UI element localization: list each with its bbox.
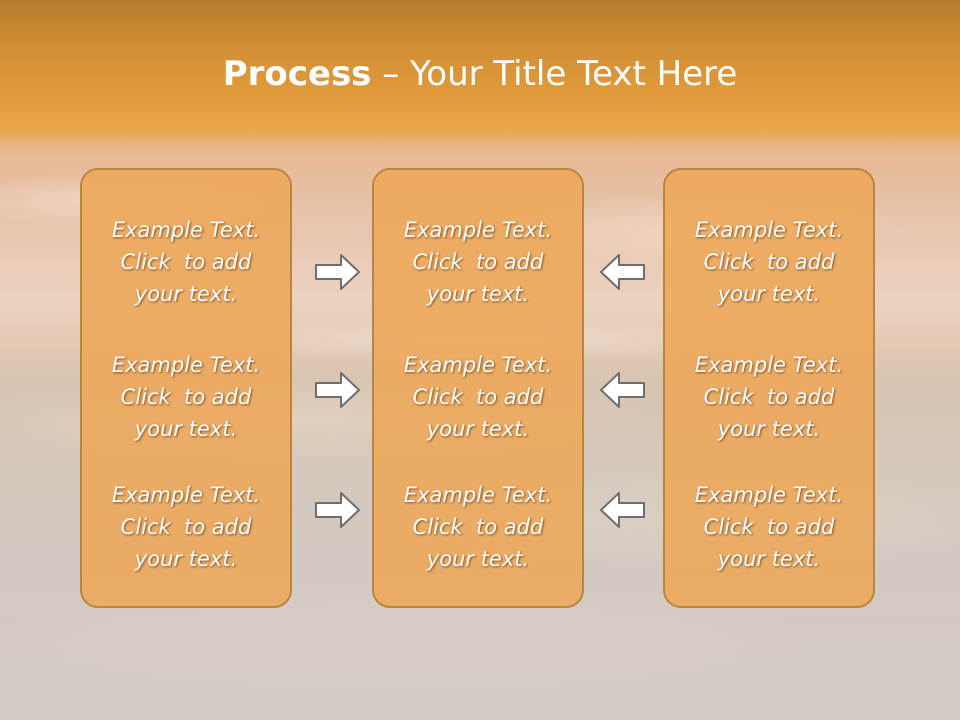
text-line: your text. <box>717 282 821 306</box>
text-line: Example Text. <box>111 353 261 377</box>
title-rest-part: – Your Title Text Here <box>371 54 738 94</box>
text-line: Example Text. <box>694 483 844 507</box>
text-line: Click to add <box>703 385 835 409</box>
process-panel-right[interactable]: Example Text. Click to add your text. Ex… <box>663 168 875 608</box>
panel-text-block[interactable]: Example Text. Click to add your text. <box>374 479 582 575</box>
text-line: your text. <box>426 417 530 441</box>
left-arrow-icon[interactable] <box>598 370 646 410</box>
text-line: your text. <box>426 547 530 571</box>
text-line: Example Text. <box>111 483 261 507</box>
text-line: your text. <box>134 282 238 306</box>
text-line: Click to add <box>120 250 252 274</box>
text-line: Example Text. <box>694 353 844 377</box>
title-bold-part: Process <box>222 54 372 94</box>
text-line: Example Text. <box>694 218 844 242</box>
text-line: Example Text. <box>403 218 553 242</box>
text-line: Example Text. <box>111 218 261 242</box>
panel-text-block[interactable]: Example Text. Click to add your text. <box>82 349 290 445</box>
text-line: Example Text. <box>403 483 553 507</box>
panel-text-block[interactable]: Example Text. Click to add your text. <box>665 214 873 310</box>
text-line: Click to add <box>703 515 835 539</box>
left-arrow-icon[interactable] <box>598 490 646 530</box>
process-panel-center[interactable]: Example Text. Click to add your text. Ex… <box>372 168 584 608</box>
left-arrow-icon[interactable] <box>598 252 646 292</box>
text-line: your text. <box>134 417 238 441</box>
panel-text-block[interactable]: Example Text. Click to add your text. <box>82 214 290 310</box>
text-line: Click to add <box>412 250 544 274</box>
right-arrow-icon[interactable] <box>314 252 362 292</box>
right-arrow-icon[interactable] <box>314 490 362 530</box>
text-line: your text. <box>134 547 238 571</box>
text-line: Click to add <box>120 515 252 539</box>
panel-text-block[interactable]: Example Text. Click to add your text. <box>374 349 582 445</box>
process-panel-left[interactable]: Example Text. Click to add your text. Ex… <box>80 168 292 608</box>
panel-text-block[interactable]: Example Text. Click to add your text. <box>374 214 582 310</box>
panel-text-block[interactable]: Example Text. Click to add your text. <box>82 479 290 575</box>
text-line: Click to add <box>703 250 835 274</box>
text-line: Click to add <box>412 385 544 409</box>
text-line: your text. <box>426 282 530 306</box>
panel-text-block[interactable]: Example Text. Click to add your text. <box>665 349 873 445</box>
text-line: your text. <box>717 417 821 441</box>
text-line: Example Text. <box>403 353 553 377</box>
text-line: your text. <box>717 547 821 571</box>
text-line: Click to add <box>120 385 252 409</box>
panel-text-block[interactable]: Example Text. Click to add your text. <box>665 479 873 575</box>
right-arrow-icon[interactable] <box>314 370 362 410</box>
slide-title[interactable]: Process – Your Title Text Here <box>0 52 960 96</box>
text-line: Click to add <box>412 515 544 539</box>
